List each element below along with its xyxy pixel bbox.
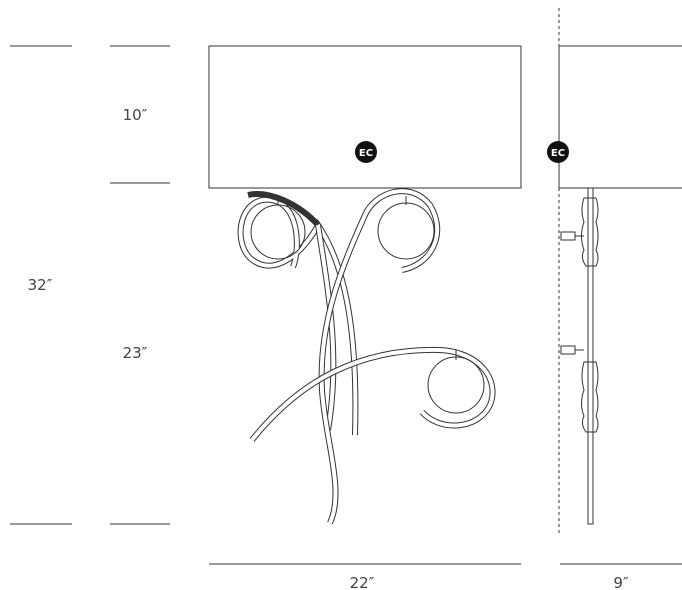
side-shade bbox=[558, 45, 682, 189]
side-ec-badge: EC bbox=[547, 141, 569, 163]
front-arms bbox=[237, 188, 496, 525]
depth-label: 9″ bbox=[613, 574, 629, 590]
side-upper-mount bbox=[560, 197, 599, 267]
globe-1 bbox=[250, 204, 306, 260]
total-height-label: 32″ bbox=[28, 276, 53, 294]
front-ec-badge: EC bbox=[355, 141, 377, 163]
front-view: EC bbox=[208, 45, 522, 525]
depth-dimension: 9″ bbox=[560, 563, 682, 590]
front-globes bbox=[250, 196, 485, 414]
front-ec-badge-label: EC bbox=[359, 148, 373, 159]
upper-mount-bracket bbox=[560, 231, 576, 241]
side-ec-badge-circle bbox=[547, 141, 569, 163]
arm-height-label: 23″ bbox=[123, 344, 148, 362]
side-view: EC bbox=[547, 8, 682, 535]
width-label: 22″ bbox=[350, 574, 375, 590]
globe-2 bbox=[377, 202, 435, 260]
shade-height-label: 10″ bbox=[123, 106, 148, 124]
width-dimension: 22″ bbox=[209, 563, 521, 590]
side-ec-badge-label: EC bbox=[551, 148, 565, 159]
globe-3 bbox=[427, 356, 485, 414]
side-arm-profile bbox=[587, 187, 594, 525]
upper-globe-profile bbox=[581, 197, 599, 267]
front-shade bbox=[208, 45, 522, 189]
section-height-dimension: 10″ 23″ bbox=[110, 45, 170, 525]
side-lower-mount bbox=[560, 345, 599, 433]
total-height-dimension: 32″ bbox=[10, 45, 72, 525]
lower-mount-bracket bbox=[560, 345, 576, 355]
lower-globe-profile bbox=[581, 361, 599, 433]
front-ec-badge-circle bbox=[355, 141, 377, 163]
